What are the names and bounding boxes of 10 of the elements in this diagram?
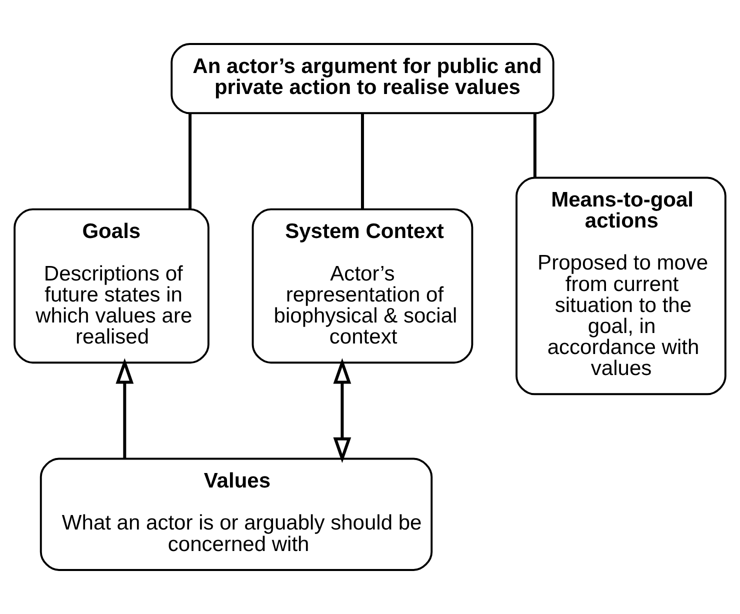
connector	[533, 113, 536, 178]
node-box: Goals Descriptions of future states in which values are realised	[14, 208, 210, 364]
arrow	[333, 358, 352, 464]
node-box: System Context Actor’s representation of biophysical & social context	[252, 208, 474, 364]
node-box: Values What an actor is or arguably should be concerned with	[40, 458, 433, 571]
connector	[360, 113, 364, 209]
node-box: Means-to-goal actions Proposed to move from current situation to the goal, in accordance with values	[516, 176, 726, 396]
node-box: An actor’s argument for public and private action to realise values	[170, 43, 554, 114]
arrow	[116, 358, 134, 458]
connector	[188, 113, 192, 209]
